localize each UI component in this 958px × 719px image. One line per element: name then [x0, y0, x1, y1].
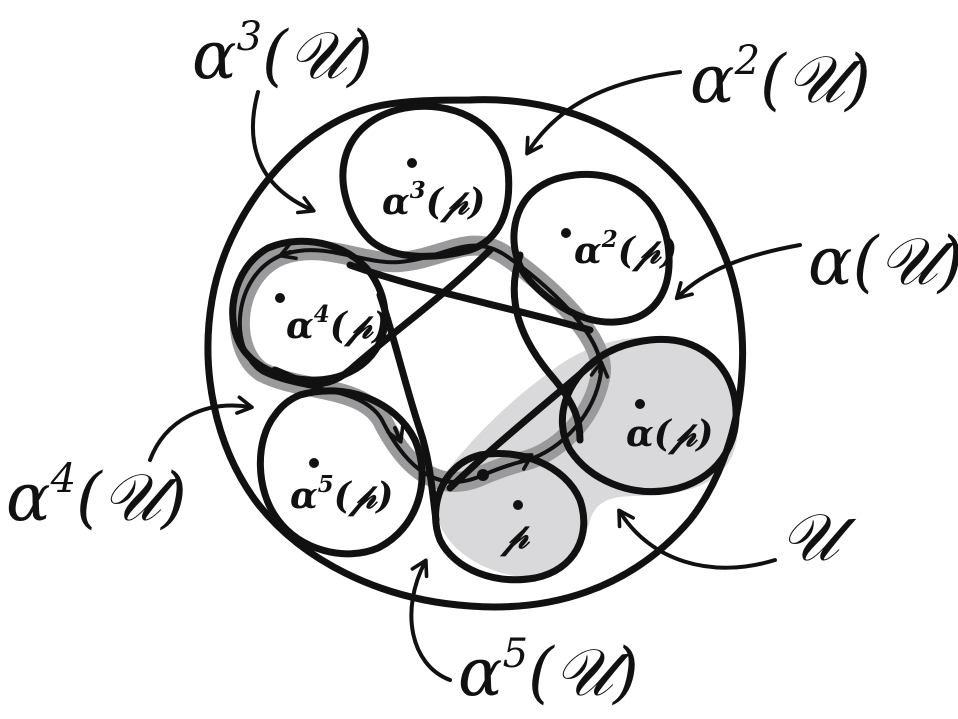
loop-direction-arrow-4: [386, 424, 405, 444]
dot-p: [513, 500, 523, 510]
label-alpha4-u: α4(𝒰): [6, 456, 187, 536]
arrow-u: [617, 508, 777, 570]
arrow-alpha-u: [674, 243, 802, 301]
region-alpha5-u: [256, 387, 426, 558]
loop-base-point: [477, 469, 489, 481]
label-alpha3-p: α3(𝓅): [382, 177, 485, 223]
inner-strand-e: [346, 261, 594, 334]
label-alpha5-p: α5(𝓅): [290, 471, 393, 517]
inner-strand-a: [271, 246, 494, 388]
loop-direction-arrow-2: [589, 360, 610, 379]
label-p: 𝓅: [499, 515, 531, 557]
loop-direction-arrow-3: [278, 241, 298, 261]
arrow-alpha5-u: [409, 558, 452, 682]
label-u: 𝒰: [780, 499, 857, 576]
arrow-alpha2-u: [525, 70, 682, 156]
dot-alpha4-p: [275, 293, 285, 303]
dot-alpha3-p: [407, 158, 417, 168]
region-u-shading: [435, 337, 738, 579]
loop-curve: [237, 243, 604, 484]
label-alpha2-p: α2(𝓅): [574, 226, 677, 272]
label-alpha-u: α(𝒰): [808, 223, 958, 300]
inner-strand-d: [446, 353, 604, 492]
arrow-alpha4-u: [148, 395, 254, 462]
arrow-alpha3-u: [250, 90, 316, 215]
inner-strand-b: [510, 251, 584, 444]
region-alpha2-u: [510, 170, 673, 326]
loop-direction-arrow-1: [513, 453, 534, 471]
label-alpha3-u: α3(𝒰): [192, 14, 373, 94]
label-alpha4-p: α4(𝓅): [286, 301, 389, 347]
inner-strand-c: [376, 291, 440, 524]
label-alpha-p: α(𝓅): [626, 413, 713, 455]
dot-alpha-p: [635, 399, 645, 409]
outer-boundary: [204, 96, 747, 611]
dot-alpha5-p: [309, 458, 319, 468]
label-alpha5-u: α5(𝒰): [458, 631, 639, 711]
label-alpha2-u: α2(𝒰): [690, 38, 871, 118]
dot-alpha2-p: [561, 228, 571, 238]
